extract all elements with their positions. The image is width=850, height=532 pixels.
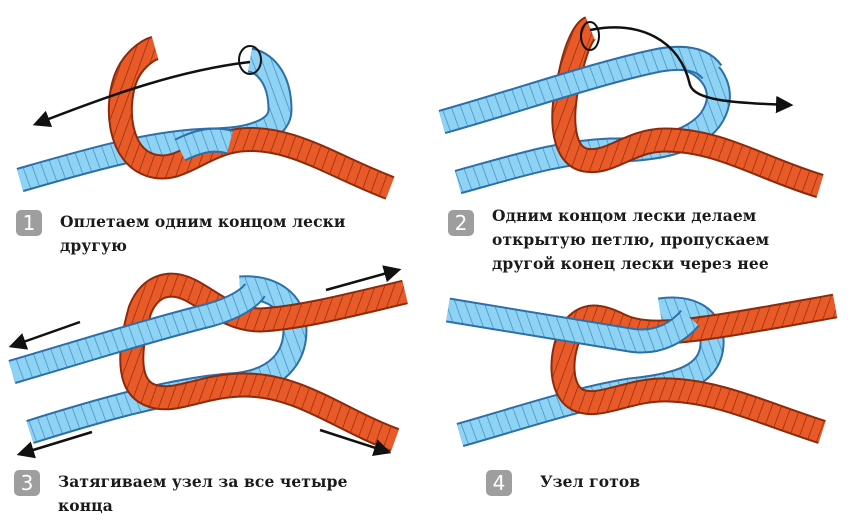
panel-2-knot	[438, 16, 824, 198]
step-3-number-badge: 3	[14, 470, 40, 496]
step-4-number-badge: 4	[486, 470, 512, 496]
step-3-caption: Затягиваем узел за все четыре концa	[58, 472, 348, 515]
step-1-number-badge: 1	[16, 210, 42, 236]
step-2-number-badge: 2	[448, 210, 474, 236]
step-3: 3 Затягиваем узел за все четыре концa	[14, 470, 414, 518]
step-4-caption: Узел готов	[540, 472, 641, 491]
step-1-caption: Оплетаем одним концом лески другую	[60, 212, 346, 255]
step-4: 4 Узел готов	[486, 470, 786, 496]
step-1: 1 Оплетаем одним концом лески другую	[16, 210, 416, 258]
panel-3-knot	[8, 265, 408, 459]
panel-1-knot	[16, 35, 395, 200]
step-2-caption: Одним концом лески делаем открытую петлю…	[492, 206, 770, 273]
panel-4-knot	[445, 293, 838, 448]
step-2: 2 Одним концом лески делаем открытую пет…	[448, 206, 848, 276]
